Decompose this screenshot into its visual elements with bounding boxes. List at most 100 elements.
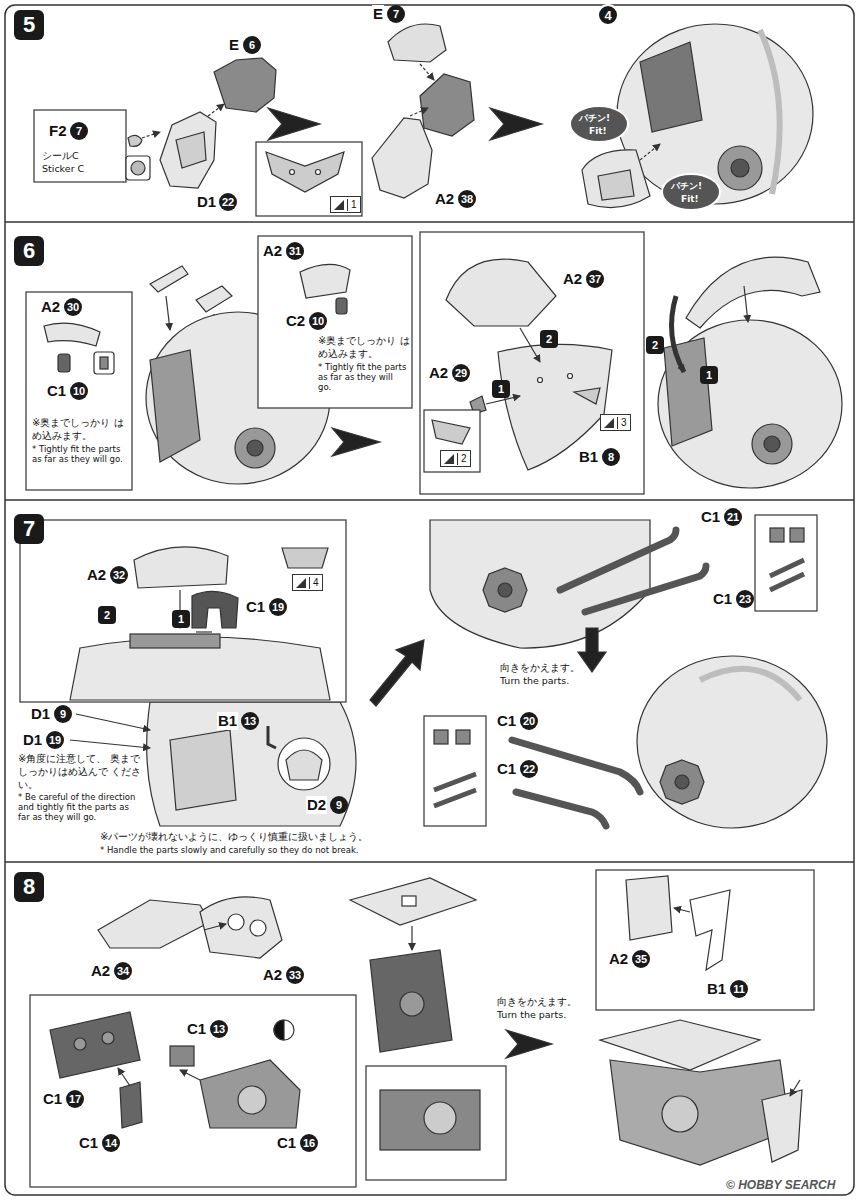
step8-illustration (200, 1060, 300, 1128)
note-japanese: ※角度に注意して、 奥までしっかりはめ込んで ください。 (18, 752, 143, 791)
step8-illustration (662, 1096, 698, 1132)
step6-illustration (44, 323, 100, 346)
step-number: 6 (14, 236, 44, 266)
node-text: 6 (23, 238, 35, 264)
note-english: * Be careful of the direction and tightl… (18, 792, 143, 822)
step8-illustration (50, 1012, 140, 1078)
part-code: C1 (700, 508, 721, 526)
part-number: 21 (724, 508, 742, 526)
step8-illustration (350, 878, 476, 925)
step5-illustration (640, 144, 660, 160)
step-reference: 4 (597, 4, 619, 26)
step8-illustration (400, 992, 424, 1016)
part-code: C1 (245, 598, 266, 616)
part-code: A2 (262, 966, 283, 984)
part-code: C1 (496, 760, 517, 778)
step8-illustration (610, 1060, 790, 1165)
note-japanese: ※奥までしっかり はめ込みます。 (318, 334, 410, 360)
step8-illustration (30, 870, 814, 1187)
order-number: 2 (540, 330, 558, 348)
part-code: B1 (578, 448, 599, 466)
node-text: 5 (23, 12, 35, 38)
step7-illustration (76, 714, 150, 730)
step5-illustration (582, 150, 650, 208)
step7-illustration (268, 726, 276, 748)
step5-illustration (410, 108, 428, 116)
sticker-number-box: 4 (292, 574, 323, 591)
step7-illustration (755, 515, 817, 611)
step7-illustration (560, 530, 676, 590)
step5-illustration (718, 146, 762, 190)
sticker-number-box: 3 (600, 414, 631, 431)
fit-callout: Fit! (589, 126, 607, 137)
page-frame (5, 861, 854, 863)
step8-illustration (411, 926, 412, 950)
part-number: 23 (736, 590, 754, 608)
part-code: A2 (434, 190, 455, 208)
step7-illustration (790, 528, 804, 542)
page-frame (5, 499, 854, 501)
step7-illustration (770, 560, 804, 590)
step7-illustration (434, 774, 476, 806)
step5-illustration (731, 159, 749, 177)
step8-illustration (180, 1070, 200, 1080)
step6-illustration (568, 374, 573, 379)
step7-illustration (483, 568, 527, 612)
step5-illustration (126, 156, 150, 180)
step5-illustration (34, 24, 813, 216)
step5-illustration (372, 118, 432, 198)
step5-illustration (570, 106, 628, 142)
step5-illustration (598, 170, 634, 200)
direction-note: シールC (42, 150, 79, 162)
step5-illustration (256, 142, 362, 216)
step7-illustration (585, 566, 706, 612)
step6-illustration (744, 286, 748, 322)
step5-illustration (268, 108, 320, 140)
part-number: 22 (219, 193, 237, 211)
step7-illustration (130, 634, 220, 648)
order-number: 1 (700, 366, 718, 384)
part-code: A2 (90, 962, 111, 980)
step8-illustration (762, 1090, 802, 1162)
part-code: A2 (262, 242, 283, 260)
step6-illustration (498, 344, 612, 470)
direction-note: Sticker C (42, 163, 84, 175)
step5-illustration (662, 174, 720, 210)
step5-illustration (420, 74, 474, 136)
step8-illustration (204, 924, 226, 930)
step6-illustration (196, 286, 232, 312)
step5-illustration (131, 161, 145, 175)
part-code: B1 (217, 712, 238, 730)
step5-illustration (760, 30, 780, 194)
step5-illustration (490, 108, 542, 140)
step5-illustration (290, 170, 295, 175)
step7-illustration (675, 775, 689, 789)
step5-illustration (142, 132, 160, 138)
step8-illustration (506, 1030, 552, 1058)
sticker-icon (296, 578, 306, 588)
step6-illustration (300, 264, 350, 298)
step8-illustration (690, 890, 730, 970)
step6-illustration (150, 266, 188, 292)
step6-illustration (26, 292, 132, 490)
step6-illustration (432, 420, 470, 444)
part-number: 19 (46, 731, 64, 749)
part-code: B1 (706, 980, 727, 998)
step7-illustration (147, 702, 356, 826)
part-number: 7 (70, 122, 88, 140)
step7-illustration (286, 750, 322, 780)
step-number: 7 (14, 514, 44, 544)
step5-illustration (316, 170, 321, 175)
sticker-icon (333, 199, 348, 211)
step5-illustration (34, 110, 126, 182)
part-code: D1 (196, 193, 217, 211)
step6-illustration (247, 440, 263, 456)
step8-illustration (370, 950, 452, 1052)
step7-illustration (20, 520, 346, 702)
part-code: D1 (30, 705, 51, 723)
note-english: * Tightly fit the parts as far as they w… (318, 362, 408, 392)
node-text: 4 (313, 577, 319, 588)
step6-illustration (258, 236, 412, 408)
step8-illustration (424, 1102, 456, 1134)
node-text: 4 (604, 8, 611, 23)
